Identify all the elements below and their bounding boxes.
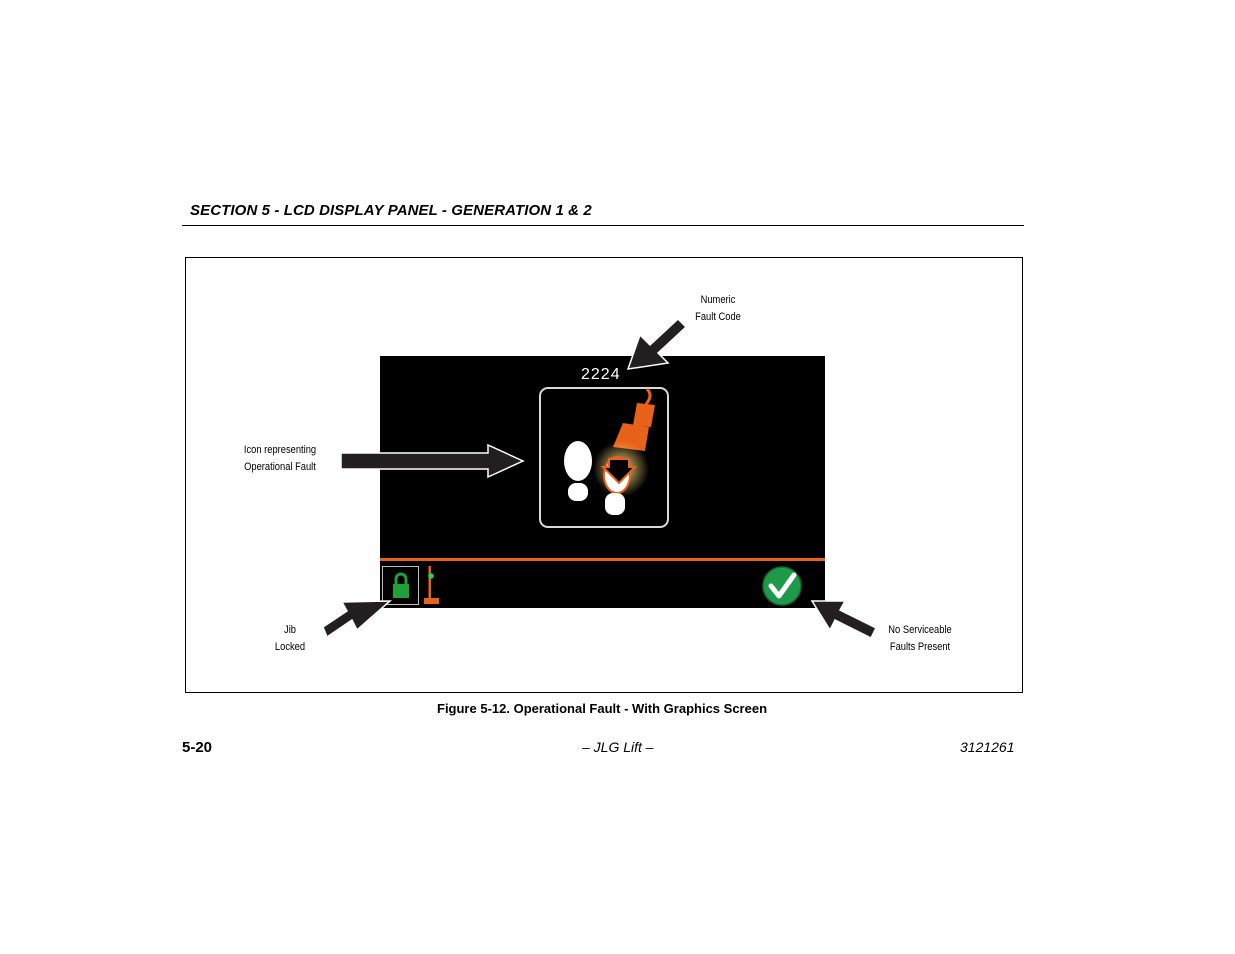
header-rule [182, 225, 1024, 226]
figure-frame [185, 257, 1023, 693]
figure-caption: Figure 5-12. Operational Fault - With Gr… [437, 701, 768, 716]
document-number: 3121261 [960, 739, 1015, 755]
callout-line: Icon representing [243, 444, 317, 456]
page-number: 5-20 [182, 739, 213, 756]
publisher-label: – JLG Lift – [582, 739, 654, 755]
section-title: SECTION 5 - LCD DISPLAY PANEL - GENERATI… [190, 202, 592, 219]
operational-fault-icon [564, 387, 655, 515]
callout-line: Jib [284, 624, 296, 636]
jib-lock-indicator [382, 566, 419, 605]
status-bar-divider [380, 558, 825, 561]
callout-line: Numeric [700, 294, 736, 306]
callout-line: Locked [274, 641, 306, 653]
numeric-fault-code: 2224 [581, 366, 621, 383]
callout-line: Operational Fault [244, 461, 316, 473]
callout-line: No Serviceable [888, 624, 952, 636]
checkmark-icon [762, 566, 802, 606]
operational-fault-icon-frame [539, 387, 669, 528]
callout-line: Fault Code [695, 311, 741, 323]
padlock-icon [393, 572, 409, 598]
callout-numeric-fault-code: Numeric Fault Code [689, 292, 747, 326]
callout-no-serviceable-faults: No Serviceable Faults Present [881, 622, 959, 656]
callout-line: Faults Present [889, 641, 951, 653]
jib-boom-icon [424, 566, 439, 604]
callout-operational-fault-icon: Icon representing Operational Fault [234, 442, 326, 476]
callout-jib-locked: Jib Locked [269, 622, 312, 656]
